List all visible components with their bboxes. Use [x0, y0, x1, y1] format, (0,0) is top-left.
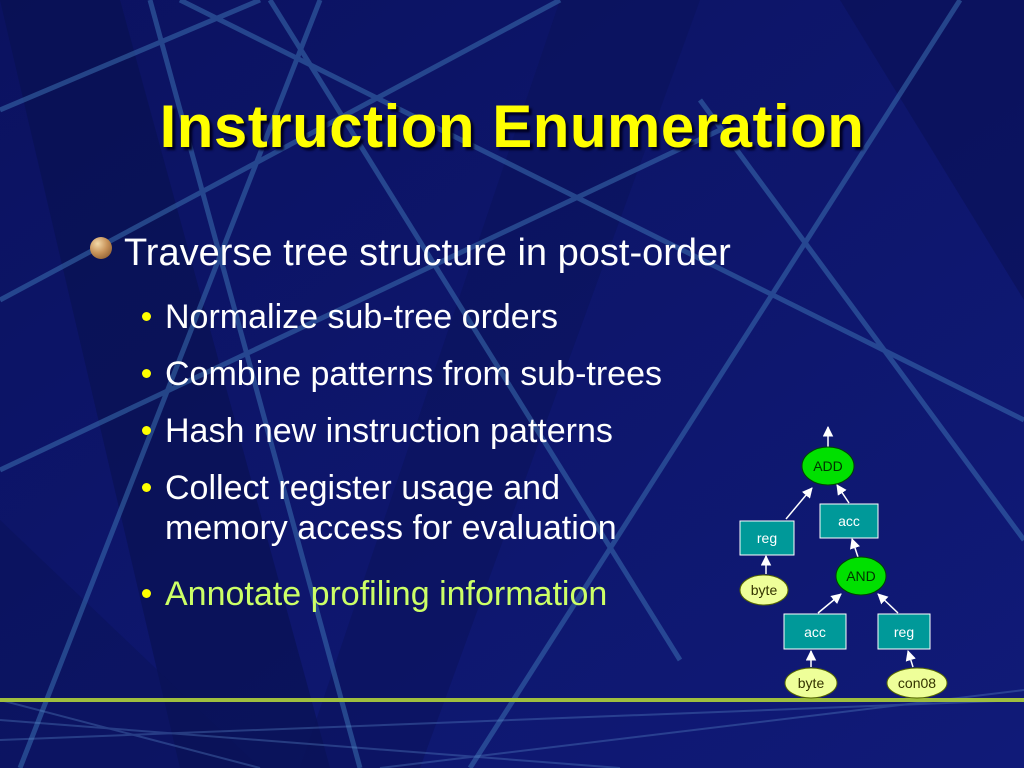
tree-edge [785, 487, 813, 520]
bullet-dot-icon [142, 369, 151, 378]
sub-bullet: Combine patterns from sub-trees [142, 354, 662, 394]
tree-edge [850, 538, 860, 558]
slide-title: Instruction Enumeration [159, 93, 865, 160]
tree-node-add: ADD [801, 446, 855, 486]
bullet-dot-icon [142, 483, 151, 492]
tree-node-reg: reg [739, 520, 795, 556]
node-label: acc [804, 624, 826, 640]
node-label: ADD [813, 458, 843, 474]
sub-bullet-highlighted: Annotate profiling information [142, 574, 607, 614]
bullet-dot-icon [142, 312, 151, 321]
sub-bullet: Hash new instruction patterns [142, 411, 613, 451]
node-label: byte [751, 582, 778, 598]
main-bullet-text: Traverse tree structure in post-order [124, 232, 731, 274]
tree-node-reg: reg [877, 613, 931, 650]
bullet-orb-icon [90, 237, 112, 259]
bullet-dot-icon [142, 589, 151, 598]
tree-edge [877, 593, 899, 614]
node-label: acc [838, 513, 860, 529]
node-label: reg [894, 624, 914, 640]
sub-bullet-text: Combine patterns from sub-trees [165, 355, 662, 393]
tree-node-byte: byte [739, 574, 789, 606]
tree-node-byte: byte [784, 667, 838, 699]
sub-bullet-text: Hash new instruction patterns [165, 412, 613, 450]
main-bullet: Traverse tree structure in post-order [90, 232, 731, 275]
tree-node-and: AND [835, 556, 887, 596]
divider-line [0, 698, 1024, 702]
sub-bullet-line: memory access for evaluation [165, 509, 617, 547]
tree-edge [817, 593, 842, 614]
node-label: AND [846, 568, 876, 584]
tree-node-acc: acc [819, 503, 879, 539]
sub-bullet: Normalize sub-tree orders [142, 297, 558, 337]
node-label: byte [798, 675, 825, 691]
sub-bullet-text: Normalize sub-tree orders [165, 298, 559, 336]
tree-edge [836, 484, 850, 504]
node-label: reg [757, 530, 777, 546]
tree-node-acc: acc [783, 613, 847, 650]
node-label: con08 [898, 675, 936, 691]
sub-bullet-line: Collect register usage and [165, 469, 561, 507]
sub-bullet-text: Annotate profiling information [165, 575, 608, 613]
tree-node-con08: con08 [886, 667, 948, 699]
bullet-dot-icon [142, 426, 151, 435]
tree-edge [905, 649, 916, 668]
